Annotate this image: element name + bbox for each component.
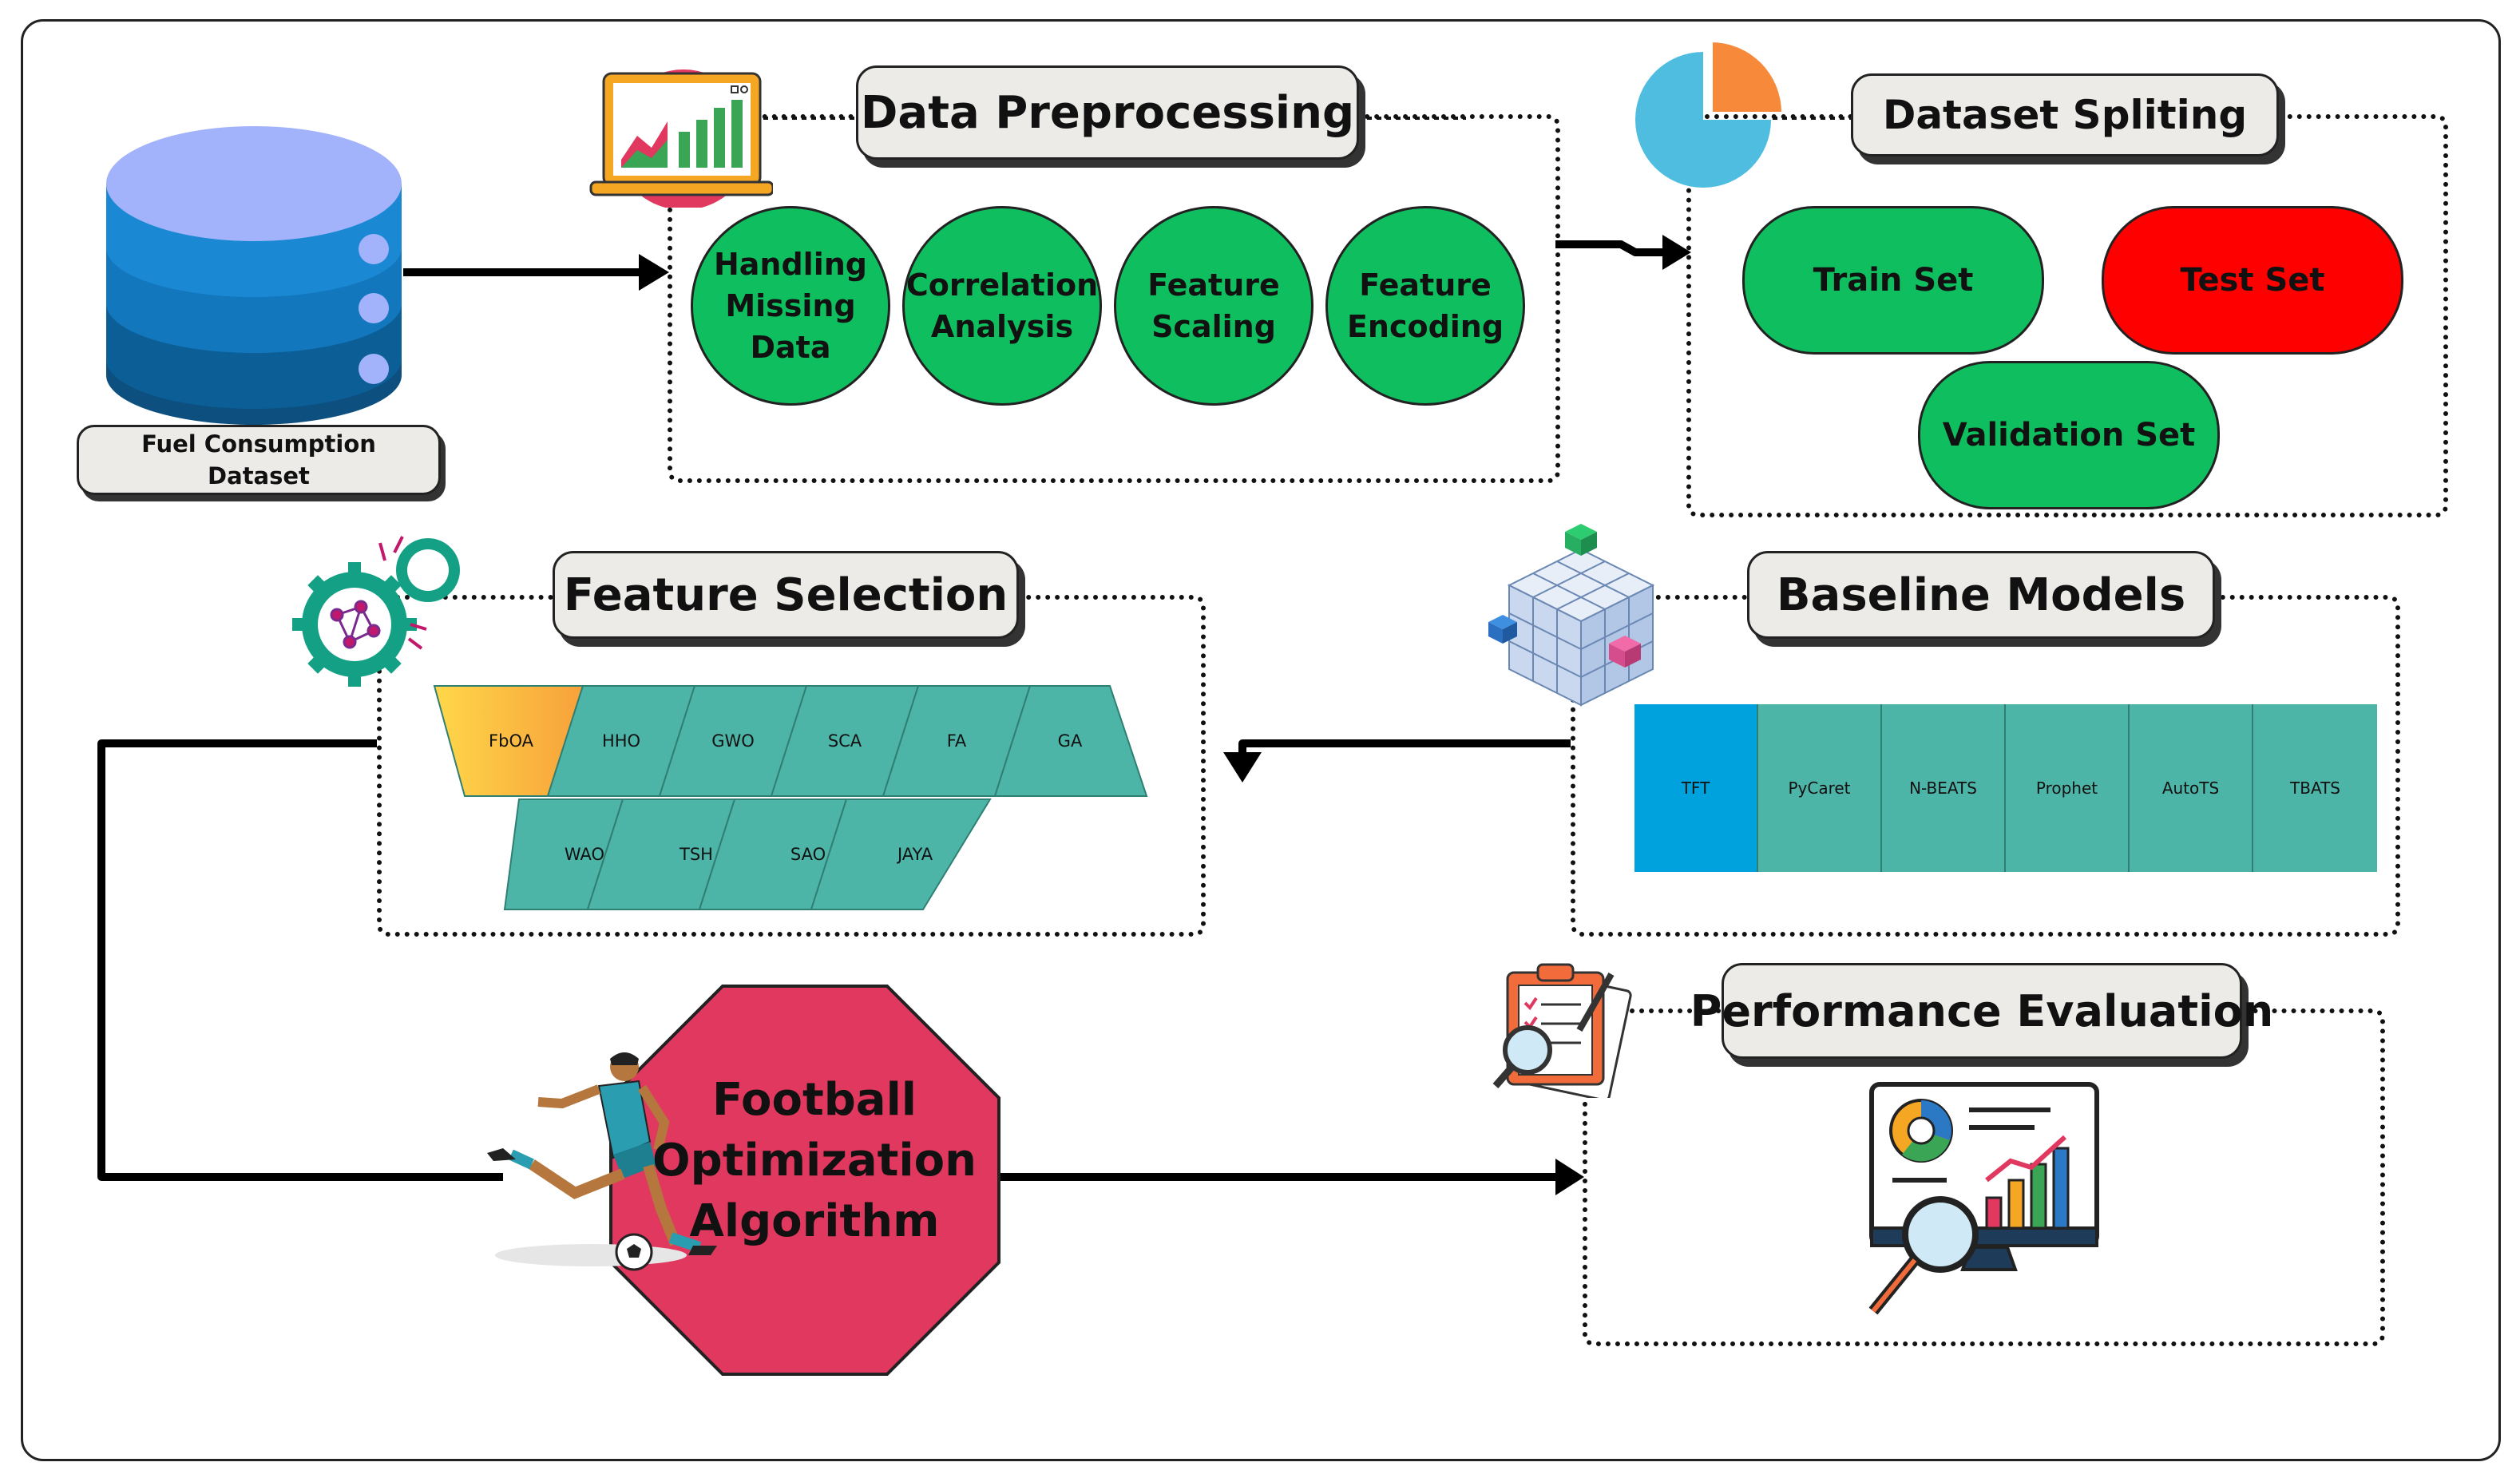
model-tft: TFT: [1634, 704, 1758, 872]
clipboard-magnifier-icon: [1492, 963, 1632, 1098]
algo-sca: SCA: [828, 731, 862, 751]
dataset-splitting-title: Dataset Spliting: [1851, 73, 2279, 157]
pie-chart-icon: [1635, 42, 1781, 188]
database-icon: [106, 126, 402, 425]
model-autots: AutoTS: [2130, 704, 2253, 872]
algo-ga: GA: [1058, 731, 1083, 751]
dataset-label: Fuel Consumption Dataset: [77, 425, 441, 495]
train-set: Train Set: [1742, 206, 2044, 355]
algo-hho: HHO: [602, 731, 640, 751]
algo-sao: SAO: [790, 845, 826, 864]
laptop-chart-icon: [589, 69, 773, 208]
football-octagon: [609, 985, 1000, 1376]
gears-network-icon: [292, 536, 460, 687]
baseline-models-title: Baseline Models: [1747, 551, 2215, 639]
step-correlation-analysis: Correlation Analysis: [902, 206, 1102, 406]
step-feature-scaling: Feature Scaling: [1114, 206, 1313, 406]
model-prophet: Prophet: [2006, 704, 2130, 872]
baseline-models-row: TFT PyCaret N-BEATS Prophet AutoTS TBATS: [1634, 704, 2377, 872]
algo-cell: [810, 798, 992, 910]
model-tbats: TBATS: [2253, 704, 2377, 872]
algo-tsh: TSH: [679, 845, 713, 864]
feature-selection-algorithms: FbOA HHO GWO SCA FA GA WAO TSH SAO JAYA: [433, 685, 1148, 910]
algo-fa: FA: [947, 731, 967, 751]
algo-wao: WAO: [565, 845, 604, 864]
algo-jaya: JAYA: [896, 845, 933, 864]
algo-cell: [993, 685, 1148, 797]
algo-fboa: FbOA: [489, 731, 534, 751]
dashboard-analytics-icon: [1868, 1082, 2099, 1315]
model-n-beats: N-BEATS: [1882, 704, 2006, 872]
cube-blocks-icon: [1488, 524, 1655, 707]
diagram-frame: [21, 19, 2501, 1461]
feature-selection-title: Feature Selection: [553, 551, 1019, 639]
performance-evaluation-title: Performance Evaluation: [1690, 963, 2273, 1059]
model-pycaret: PyCaret: [1758, 704, 1882, 872]
validation-set: Validation Set: [1918, 361, 2220, 509]
data-preprocessing-title: Data Preprocessing: [856, 65, 1359, 160]
step-handling-missing-data: Handling Missing Data: [691, 206, 890, 406]
step-feature-encoding: Feature Encoding: [1325, 206, 1525, 406]
football-player-icon: [487, 1052, 717, 1271]
algo-gwo: GWO: [711, 731, 755, 751]
football-optimization-label: Football Optimization Algorithm: [652, 1074, 977, 1247]
test-set: Test Set: [2102, 206, 2403, 355]
